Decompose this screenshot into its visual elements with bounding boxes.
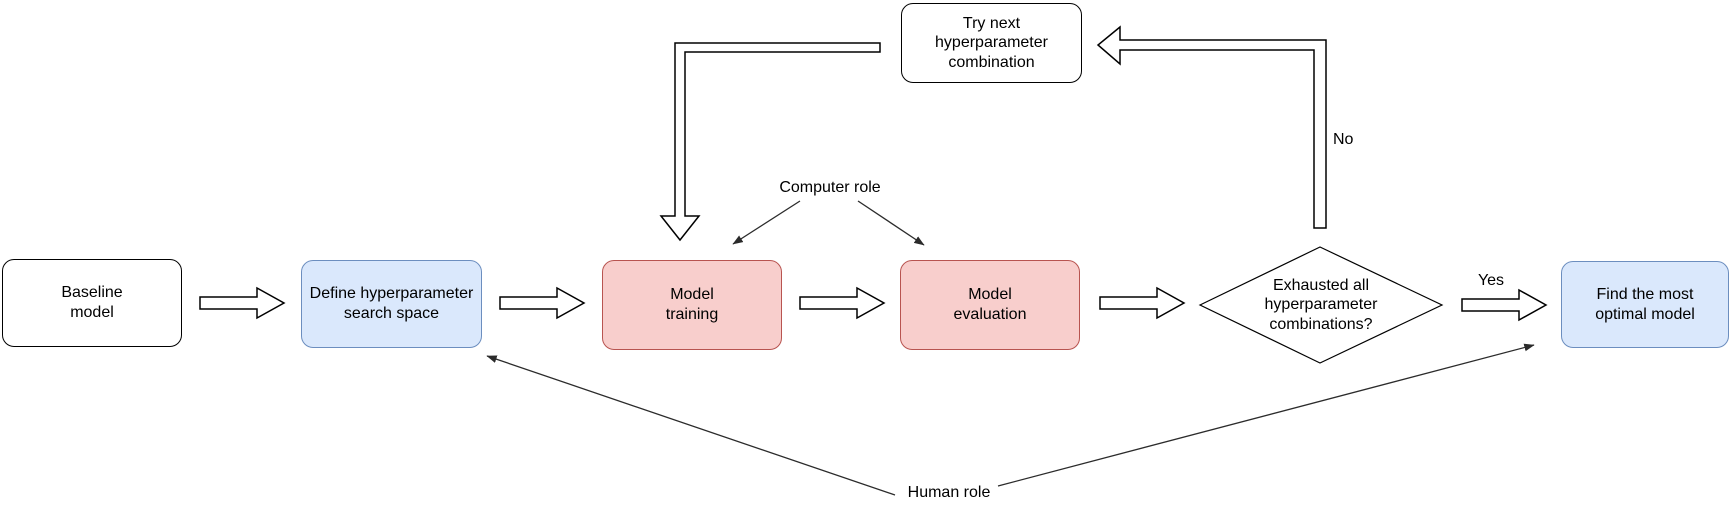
block-elbow-no-decision-to-trynext xyxy=(1096,25,1327,229)
decision-diamond-shape xyxy=(1198,246,1444,364)
block-elbow-trynext-to-training xyxy=(659,42,881,242)
arrow-human-role-to-find xyxy=(997,343,1535,487)
block-arrow-evaluation-to-decision xyxy=(1099,286,1186,320)
arrow-human-role-to-define xyxy=(486,355,896,496)
node-find-most-optimal-model: Find the most optimal model xyxy=(1561,261,1729,348)
annotation-computer-role: Computer role xyxy=(779,179,881,196)
arrow-computer-role-to-training xyxy=(732,200,801,245)
block-arrow-baseline-to-define xyxy=(199,286,286,320)
node-model-training: Model training xyxy=(602,260,782,350)
node-try-next-hyperparameter-combination: Try next hyperparameter combination xyxy=(901,3,1082,83)
arrow-computer-role-to-evaluation xyxy=(857,200,925,246)
edge-label-no: No xyxy=(1333,131,1354,148)
edge-label-yes: Yes xyxy=(1477,272,1505,289)
block-arrow-yes-decision-to-find xyxy=(1461,288,1548,322)
node-model-evaluation: Model evaluation xyxy=(900,260,1080,350)
annotation-human-role: Human role xyxy=(907,484,991,501)
node-baseline-model: Baseline model xyxy=(2,259,182,347)
node-decision-exhausted-combinations: Exhausted all hyperparameter combination… xyxy=(1264,276,1378,333)
node-define-hyperparameter-search-space: Define hyperparameter search space xyxy=(301,260,482,348)
block-arrow-define-to-training xyxy=(499,286,586,320)
block-arrow-training-to-evaluation xyxy=(799,286,886,320)
